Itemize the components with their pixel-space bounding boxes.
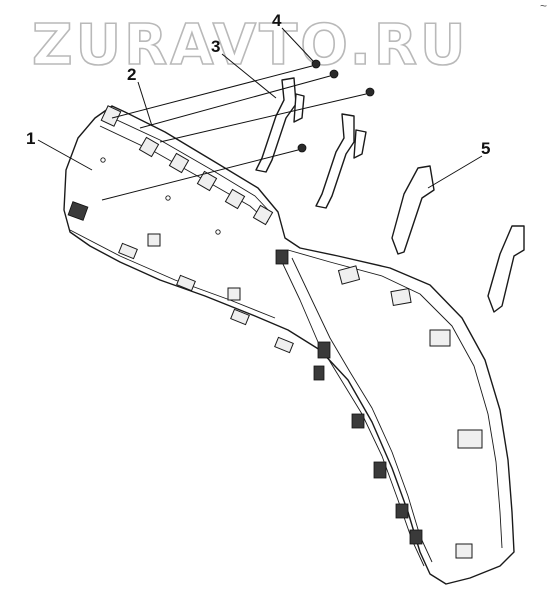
arch-clip [457, 429, 483, 449]
bracket-body [487, 225, 525, 313]
nut [365, 87, 375, 97]
arch-front-edge-inner [291, 257, 433, 563]
leader-2 [137, 81, 153, 127]
arch-clip [313, 365, 325, 381]
callout-4: 4 [272, 11, 282, 30]
skirt-clip [147, 233, 161, 247]
arch-clip [351, 413, 365, 429]
fender-outline [63, 105, 515, 585]
callout-leaders [37, 27, 483, 189]
bracket-body [391, 165, 435, 255]
bracket-body [255, 77, 297, 173]
assembly-axis [159, 93, 367, 143]
assembly-axes [101, 65, 367, 201]
corner-clip [67, 201, 89, 221]
fender-top-rim [103, 113, 273, 215]
corner-mark: ~ [540, 0, 547, 13]
bracket-body [315, 113, 355, 209]
arch-clip [390, 287, 412, 307]
arch-clip [317, 341, 331, 359]
skirt-clip [227, 287, 241, 301]
nut [297, 143, 307, 153]
skirt-clip [176, 274, 196, 292]
rim-clip [138, 136, 160, 158]
panel-hole [165, 195, 171, 201]
callout-2: 2 [127, 65, 136, 84]
bracket-tab [353, 129, 367, 159]
callout-5: 5 [481, 139, 490, 158]
bracket-lower-left [391, 165, 435, 255]
assembly-axis [139, 75, 331, 129]
arch-clip [337, 265, 361, 285]
rim-clip [196, 170, 218, 192]
arch-clip [455, 543, 473, 559]
bracket-tab [293, 93, 305, 123]
assembly-axis [111, 65, 313, 119]
arch-clip [429, 329, 451, 347]
arch-clip [395, 503, 409, 519]
rim-clip [224, 188, 246, 210]
bracket-upper-right [315, 113, 367, 209]
arch-clip [373, 461, 387, 479]
rim-clips [67, 105, 289, 265]
arch-clip [409, 529, 423, 545]
fender-lower-skirt [69, 229, 276, 319]
skirt-clip [118, 242, 138, 260]
skirt-clip [230, 308, 250, 326]
arch-clips [313, 265, 483, 559]
panel-hole [100, 157, 106, 163]
nut [329, 69, 339, 79]
fender-top-rim-inner [99, 125, 269, 223]
leader-5 [427, 155, 483, 189]
rim-clip [100, 105, 122, 127]
callout-1: 1 [26, 129, 35, 148]
bracket-lower-right [487, 225, 525, 313]
corner-clip [275, 249, 289, 265]
skirt-clips [118, 233, 294, 354]
panel-hole [215, 229, 221, 235]
leader-4 [281, 27, 315, 63]
rim-clip [168, 152, 190, 174]
watermark-text: ZURAVTO.RU [32, 13, 469, 78]
rim-clip [252, 204, 274, 226]
assembly-axis [101, 149, 299, 201]
leader-3 [221, 53, 277, 99]
callout-3: 3 [211, 37, 220, 56]
skirt-clip [274, 336, 294, 354]
leader-1 [37, 139, 93, 171]
bracket-upper-left [255, 77, 305, 173]
nuts [297, 59, 375, 153]
